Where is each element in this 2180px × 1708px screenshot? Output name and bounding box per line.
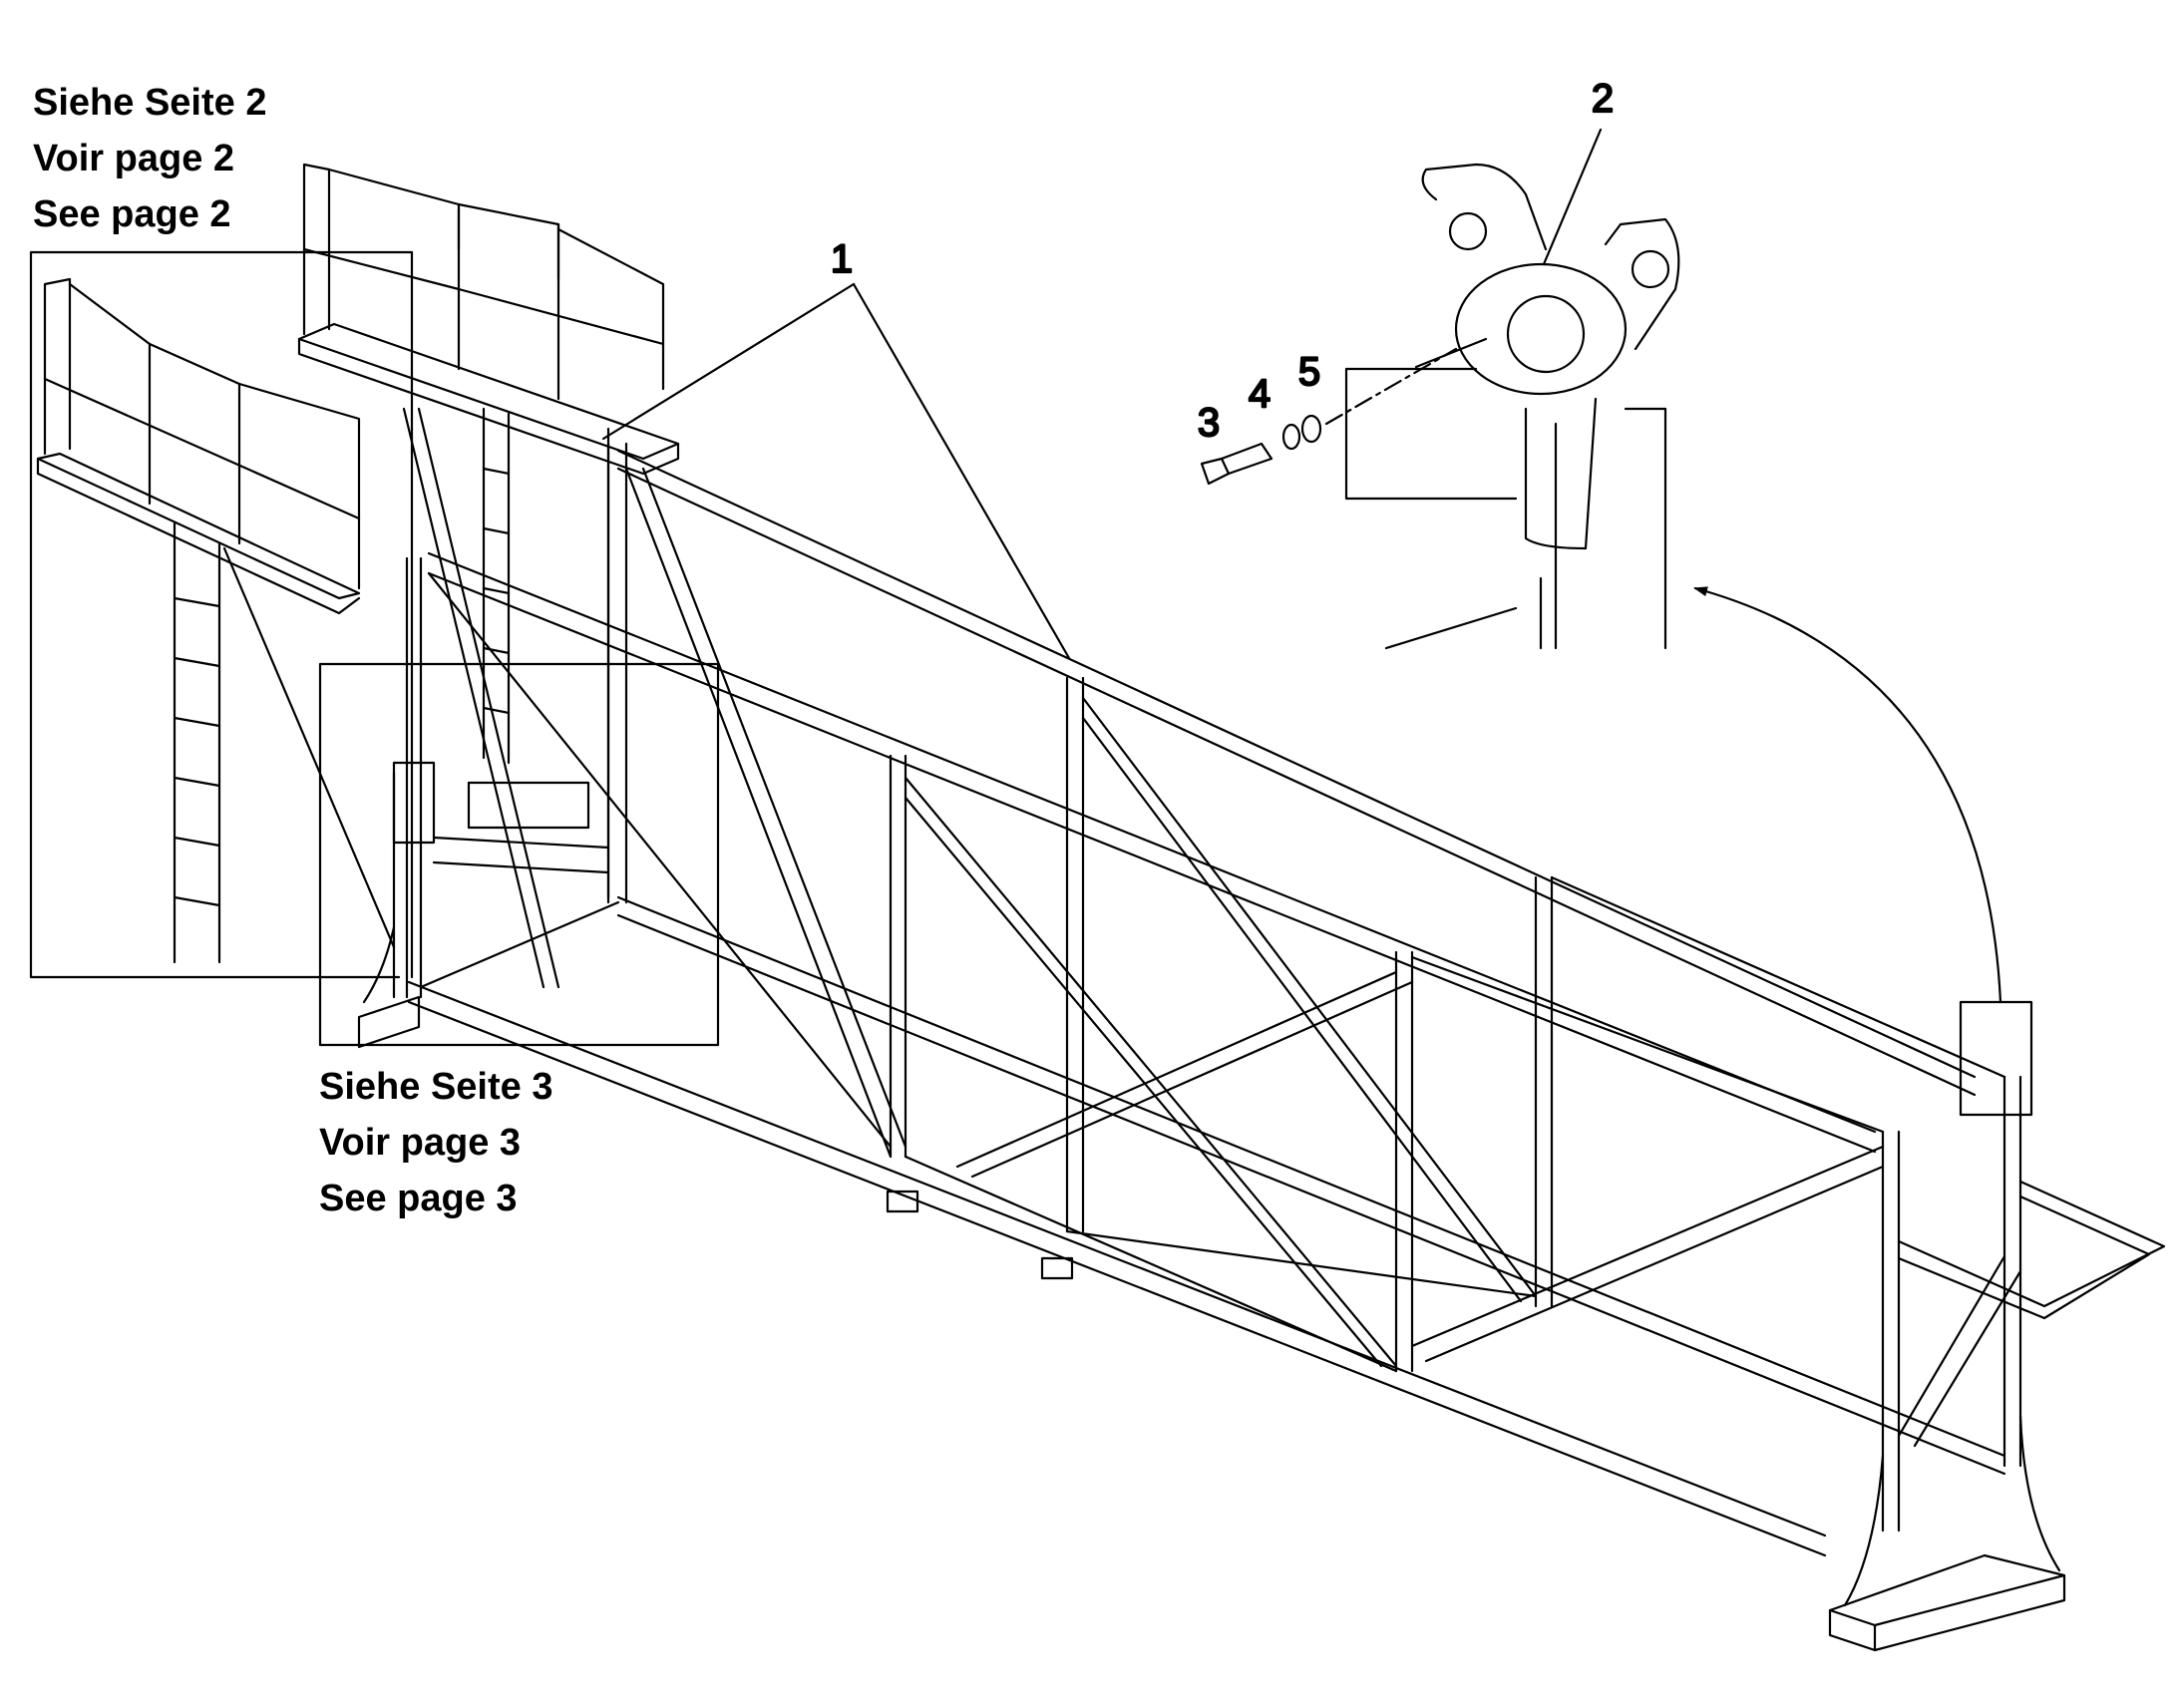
tower-end-frame — [359, 409, 618, 1047]
part-number-2: 2 — [1592, 77, 1614, 121]
ref-page3-fr: Voir page 3 — [319, 1122, 522, 1164]
main-frame — [409, 444, 2164, 1650]
ref-page3-en: See page 3 — [319, 1178, 518, 1219]
leader-lines — [603, 130, 1601, 658]
ref-page2-en: See page 2 — [33, 193, 231, 235]
part-number-1: 1 — [831, 237, 853, 281]
ref-page3-de: Siehe Seite 3 — [319, 1066, 553, 1108]
ref-page2-block: Siehe Seite 2 Voir page 2 See page 2 — [33, 75, 266, 242]
part-number-3: 3 — [1198, 401, 1220, 445]
platform-lower — [38, 279, 394, 962]
platform-upper — [299, 165, 678, 763]
hinge-detail — [1202, 165, 2000, 1002]
part-number-5: 5 — [1298, 350, 1320, 394]
detail-box-page2 — [31, 252, 412, 977]
ref-page2-fr: Voir page 2 — [33, 138, 235, 179]
ref-page2-de: Siehe Seite 2 — [33, 82, 267, 124]
detail-box-page3 — [320, 664, 718, 1045]
ref-page3-block: Siehe Seite 3 Voir page 3 See page 3 — [319, 1059, 552, 1226]
part-number-4: 4 — [1249, 372, 1271, 416]
